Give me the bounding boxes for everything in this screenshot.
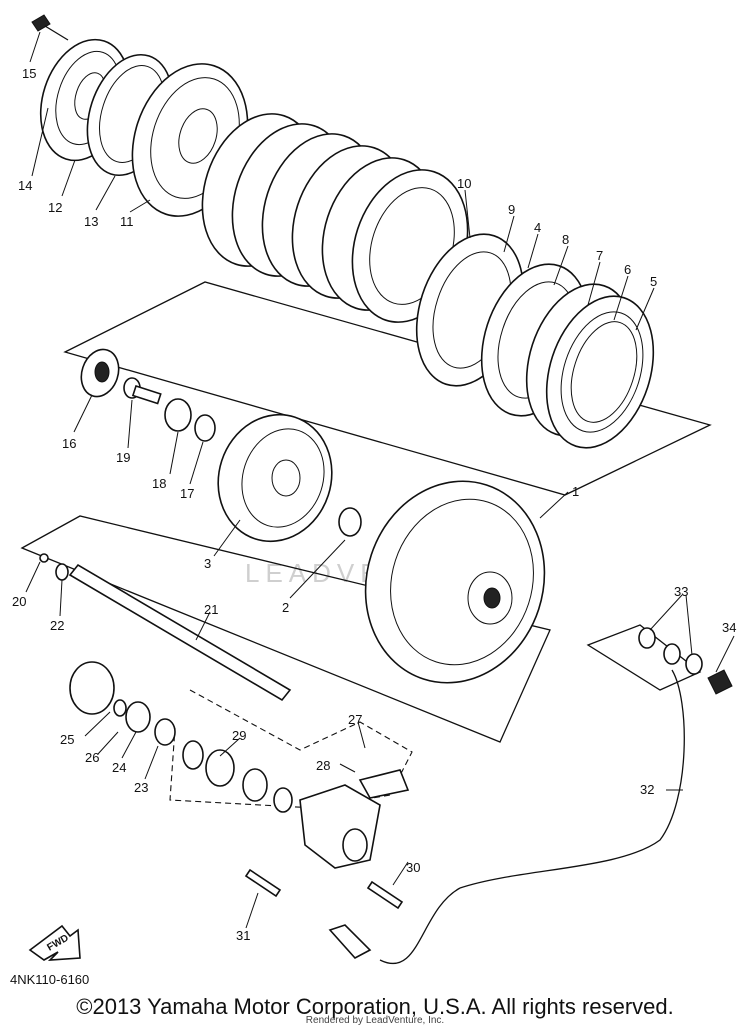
callout-9: 9 <box>508 202 515 217</box>
callout-30: 30 <box>406 860 420 875</box>
part-20-ball <box>39 553 49 563</box>
callout-2: 2 <box>282 600 289 615</box>
callout-22: 22 <box>50 618 64 633</box>
callout-7: 7 <box>596 248 603 263</box>
part-25-seal <box>69 661 115 715</box>
part-2-thrust-washer <box>338 507 362 537</box>
part-27-release-cylinder <box>299 769 410 869</box>
part-16-bearing <box>80 348 120 398</box>
callout-4: 4 <box>534 220 541 235</box>
part-29-piston-kit <box>182 740 293 813</box>
rendered-by-notice: Rendered by LeadVenture, Inc. <box>305 1015 445 1026</box>
part-24-bushing <box>125 701 151 733</box>
callout-6: 6 <box>624 262 631 277</box>
part-33-gasket-a <box>638 627 656 649</box>
hose-assembly-outline <box>586 624 702 691</box>
callout-20: 20 <box>12 594 26 609</box>
callout-8: 8 <box>562 232 569 247</box>
callout-24: 24 <box>112 760 126 775</box>
callout-16: 16 <box>62 436 76 451</box>
callout-17: 17 <box>180 486 194 501</box>
callout-32: 32 <box>640 782 654 797</box>
callout-29: 29 <box>232 728 246 743</box>
callout-5: 5 <box>650 274 657 289</box>
callout-21: 21 <box>204 602 218 617</box>
callout-12: 12 <box>48 200 62 215</box>
callout-25: 25 <box>60 732 74 747</box>
callout-14: 14 <box>18 178 32 193</box>
diagram-code: 4NK110-6160 <box>10 972 90 987</box>
callout-27: 27 <box>348 712 362 727</box>
callout-26: 26 <box>85 750 99 765</box>
callout-33: 33 <box>674 584 688 599</box>
callout-31: 31 <box>236 928 250 943</box>
part-33-gasket-b <box>685 653 703 675</box>
part-26-oring <box>113 699 127 717</box>
part-22-oil-seal <box>55 563 69 581</box>
part-3-primary-driven-gear <box>217 413 333 543</box>
callout-34: 34 <box>722 620 736 635</box>
part-33-union <box>663 643 681 665</box>
callout-10: 10 <box>457 176 471 191</box>
callout-19: 19 <box>116 450 130 465</box>
clutch-plates-stack <box>201 113 469 323</box>
leader-lines <box>25 31 735 929</box>
part-34-union-bolt <box>707 669 733 695</box>
callout-18: 18 <box>152 476 166 491</box>
callout-28: 28 <box>316 758 330 773</box>
callout-1: 1 <box>572 484 579 499</box>
callout-23: 23 <box>134 780 148 795</box>
part-23-seal <box>154 718 176 746</box>
part-1-clutch-housing <box>364 480 546 684</box>
callout-13: 13 <box>84 214 98 229</box>
part-18-nut <box>164 398 192 432</box>
plates-assembly-outline <box>63 281 712 496</box>
callout-11: 11 <box>120 214 134 229</box>
part-30-bolt <box>366 880 404 910</box>
fwd-arrow: FWD <box>28 924 81 961</box>
part-21-push-rod <box>68 563 292 702</box>
part-19-push-rod <box>123 377 162 405</box>
part-32-clutch-hose <box>328 669 685 964</box>
part-15-bolt <box>31 14 69 41</box>
callout-3: 3 <box>204 556 211 571</box>
copyright-notice: ©2013 Yamaha Motor Corporation, U.S.A. A… <box>76 994 674 1019</box>
callout-15: 15 <box>22 66 36 81</box>
part-31-bolt <box>244 868 282 898</box>
part-5-plate <box>545 295 655 449</box>
shaft-assembly-outline <box>20 515 551 743</box>
part-17-washer <box>194 414 216 442</box>
